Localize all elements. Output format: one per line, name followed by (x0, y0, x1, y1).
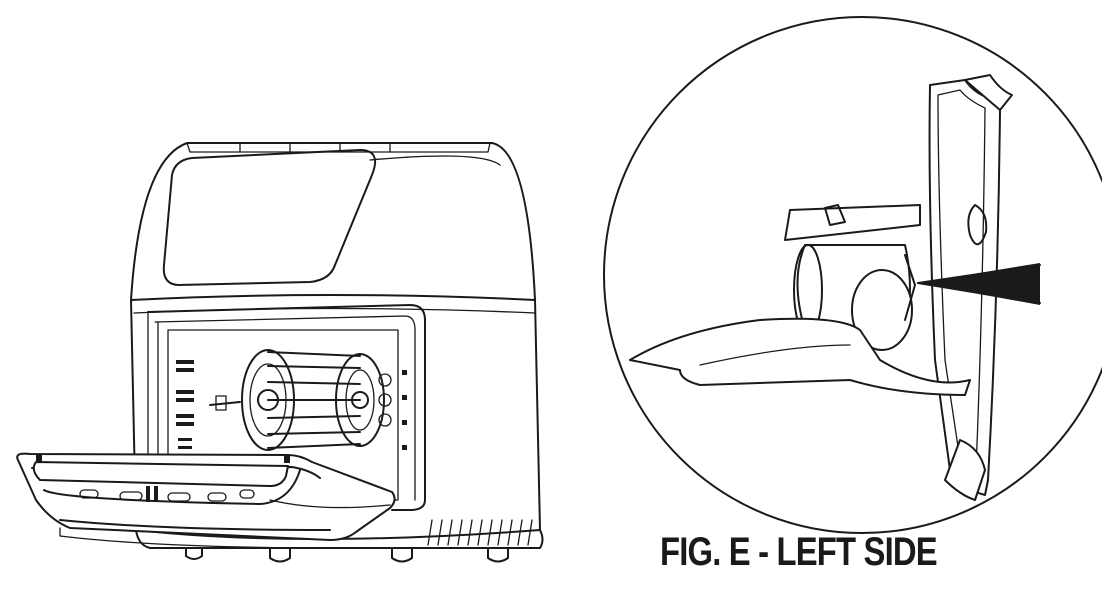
open-door (16, 452, 396, 549)
base-vent (427, 519, 533, 546)
detail-magnifier (603, 16, 1102, 534)
arrow-pointer (918, 263, 1040, 305)
figure-caption: FIG. E - LEFT SIDE (660, 530, 938, 574)
rotisserie-basket (209, 349, 392, 451)
air-fryer-oven-illustration (16, 142, 544, 563)
